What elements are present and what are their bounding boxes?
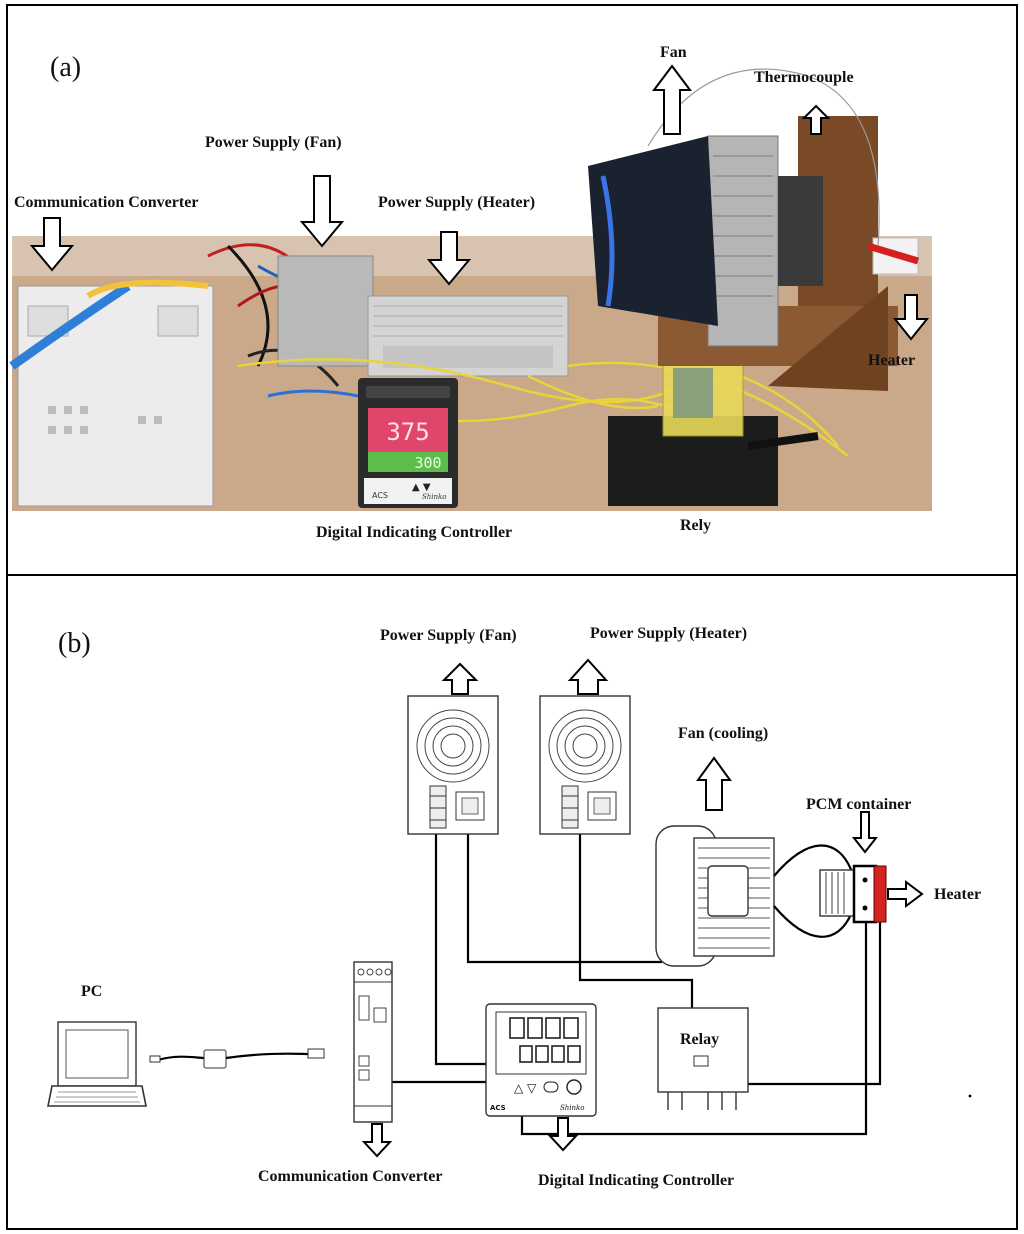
power-supply-fan-device [407,695,499,835]
arrow-up-thermocouple [801,104,831,135]
controller-sv-readout: 300 [414,454,441,472]
pcm-container-device [852,864,878,924]
label-pc: PC [81,983,102,1000]
label-power-supply-heater: Power Supply (Heater) [378,194,535,211]
label-heater: Heater [868,352,915,369]
fan-cooler-assembly [588,68,920,391]
arrow-down-communication-converter [361,1123,393,1158]
label-power-supply-heater: Power Supply (Heater) [590,625,747,642]
heater-element [873,865,887,923]
label-communication-converter: Communication Converter [14,194,198,211]
relay-device [657,1007,749,1110]
label-pcm-container: PCM container [806,796,911,813]
relay-device [608,355,819,506]
label-relay: Relay [680,1031,719,1048]
arrow-up-fan-cooling [696,756,732,811]
arrow-down-heater [892,294,930,341]
digital-indicating-controller-device: △ ▽ ACS Shinko [485,1003,597,1117]
communication-converter-device [9,279,214,507]
arrow-down-digital-indicating-controller [547,1117,579,1152]
usb-cable [149,1048,325,1069]
controller-down-key-icon: ▲ ▼ [412,482,431,493]
label-rely: Rely [680,517,711,534]
communication-converter-device [353,961,393,1123]
stray-dot [968,1094,972,1098]
pc-laptop-device [47,1021,147,1107]
label-digital-indicating-controller: Digital Indicating Controller [538,1172,734,1189]
panel-a-label: (a) [50,52,81,83]
panel-a-illustration: 375 300 ACS ▲ ▼ Shinko (a) Communica [9,44,932,541]
digital-indicating-controller-device: 375 300 ACS ▲ ▼ Shinko [358,378,458,508]
power-supply-fan-device [277,255,374,367]
controller-pv-readout: 375 [386,418,429,446]
power-supply-heater-device [367,295,569,377]
label-power-supply-fan: Power Supply (Fan) [205,134,342,151]
arrow-down-power-supply-fan [299,175,345,248]
arrow-down-power-supply-heater [426,231,472,286]
arrow-down-pcm-container [851,811,879,854]
controller-down-key-icon: △ ▽ [514,1081,537,1095]
panel-b-schematic: (b) [6,574,1018,1230]
fan-cooling-device [655,825,855,967]
controller-maker: Shinko [422,493,447,501]
arrow-down-communication-converter [29,217,75,272]
arrow-up-fan [652,64,692,135]
controller-maker: Shinko [560,1104,585,1112]
panel-b-label: (b) [58,628,91,659]
label-fan-cooling: Fan (cooling) [678,725,768,742]
arrow-up-power-supply-fan [441,662,479,695]
label-digital-indicating-controller: Digital Indicating Controller [316,524,512,541]
controller-power-icon [566,1079,582,1095]
label-heater: Heater [934,886,981,903]
power-supply-heater-device [539,695,631,835]
controller-brand: ACS [490,1104,506,1112]
label-communication-converter: Communication Converter [258,1168,442,1185]
controller-brand: ACS [372,491,388,500]
label-thermocouple: Thermocouple [754,69,854,86]
label-power-supply-fan: Power Supply (Fan) [380,627,517,644]
arrow-right-heater [887,880,924,908]
panel-b-illustration: (b) [47,625,981,1189]
wiring-lines [392,834,882,1136]
arrow-up-power-supply-heater [567,658,609,695]
label-fan: Fan [660,44,687,61]
panel-a-photo: 375 300 ACS ▲ ▼ Shinko (a) Communica [6,4,1018,576]
